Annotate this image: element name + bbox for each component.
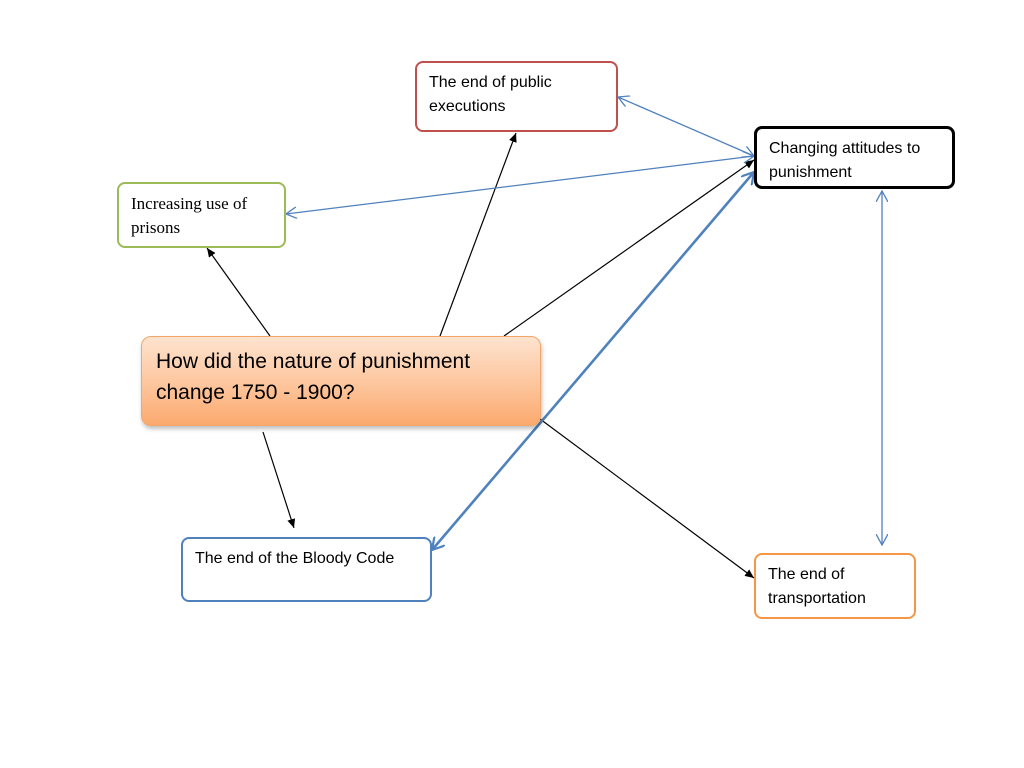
- central-question: How did the nature of punishment change …: [141, 336, 541, 426]
- node-changing-attitudes: Changing attitudes to punishment: [754, 126, 955, 189]
- arrow-to-transportation: [535, 415, 755, 579]
- node-bloody-code: The end of the Bloody Code: [181, 537, 432, 602]
- arrow-to-bloody-code: [262, 431, 296, 529]
- link-attitudes-bloody-code: [432, 172, 754, 550]
- central-question-label: How did the nature of punishment change …: [156, 350, 471, 404]
- link-attitudes-public-executions: [618, 97, 754, 156]
- link-attitudes-prisons: [286, 156, 754, 214]
- node-transportation: The end of transportation: [754, 553, 916, 619]
- node-public-executions: The end of public executions: [415, 61, 618, 132]
- node-bloody-code-label: The end of the Bloody Code: [195, 550, 395, 567]
- node-prisons-label: Increasing use of prisons: [131, 194, 248, 237]
- arrow-to-changing-attitudes: [503, 159, 755, 337]
- node-transportation-label: The end of transportation: [768, 566, 866, 607]
- node-prisons: Increasing use of prisons: [117, 182, 286, 248]
- node-public-executions-label: The end of public executions: [429, 74, 552, 115]
- arrow-to-prisons: [206, 247, 271, 337]
- arrow-to-public-executions: [439, 132, 517, 337]
- node-changing-attitudes-label: Changing attitudes to punishment: [769, 140, 921, 181]
